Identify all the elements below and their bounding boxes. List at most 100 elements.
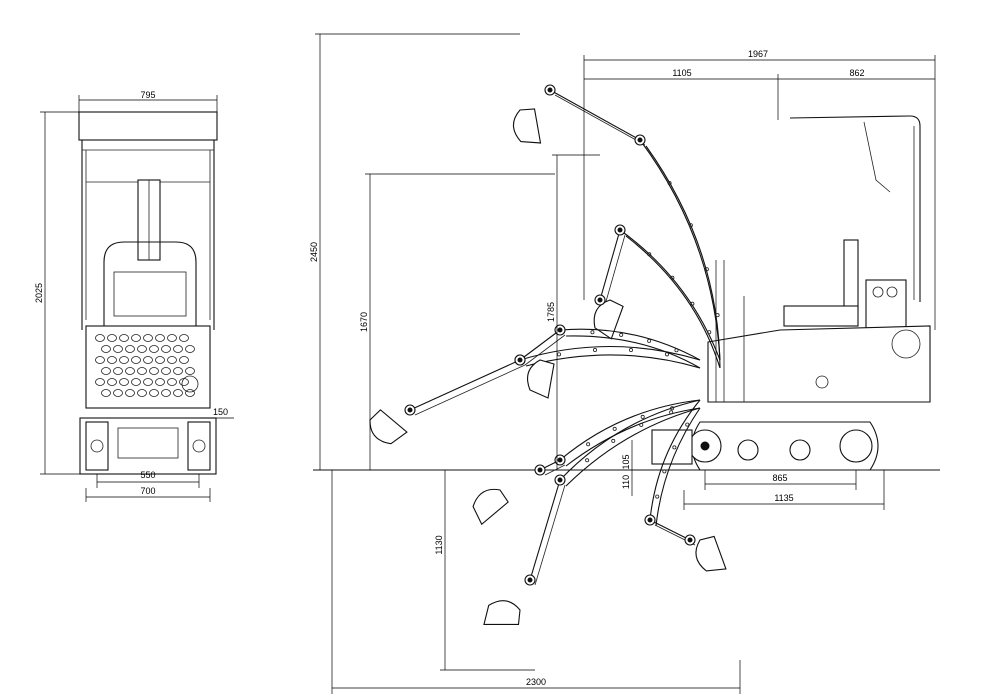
front-view: 795 2025 150 550 700	[34, 90, 234, 502]
boom-hole	[669, 410, 674, 415]
dim-865: 865	[772, 473, 787, 483]
grille-hole	[155, 356, 165, 364]
bucket	[512, 108, 542, 144]
dipper-arm	[649, 519, 691, 541]
boom-pose	[369, 345, 701, 445]
grille-hole	[155, 334, 165, 342]
bucket	[593, 299, 624, 340]
front-cab	[103, 241, 197, 327]
boom-arm	[559, 399, 701, 461]
dim-110: 110	[621, 475, 631, 489]
boom-arm-edge	[645, 145, 721, 369]
boom-hole	[629, 348, 634, 353]
pin-center	[687, 537, 693, 543]
boom-hole	[557, 352, 562, 357]
front-grille	[85, 325, 211, 409]
boom-pose	[644, 399, 727, 572]
boom-hole	[590, 330, 595, 335]
right-track	[187, 421, 211, 471]
grille-hole	[113, 367, 123, 375]
grille-hole	[149, 389, 159, 397]
grille-hole	[95, 334, 105, 342]
boom-arm-edge	[565, 407, 701, 487]
pin-center	[647, 517, 653, 523]
dim-862: 862	[849, 68, 864, 78]
grille-hole	[173, 345, 183, 353]
bucket	[527, 359, 555, 399]
grille-hole	[107, 334, 117, 342]
dipper-arm	[529, 479, 561, 581]
boom-pose	[483, 399, 701, 626]
side-canopy	[789, 115, 921, 302]
pin-center	[557, 457, 563, 463]
dim-1967: 1967	[748, 49, 768, 59]
pin-center	[537, 467, 543, 473]
boom-hole	[611, 438, 616, 443]
dipper-arm-edge	[544, 464, 566, 476]
dim-1785: 1785	[546, 302, 556, 322]
dim-105: 105	[621, 454, 631, 469]
boom-pose	[512, 84, 721, 369]
grille-hole	[161, 345, 171, 353]
grille-hole	[101, 367, 111, 375]
grille-hole	[125, 367, 135, 375]
grille-hole	[113, 345, 123, 353]
grille-hole	[137, 389, 147, 397]
grille-hole	[173, 389, 183, 397]
grille-hole	[131, 378, 141, 386]
boom-hole	[640, 414, 645, 419]
boom-arm-edge	[525, 354, 701, 369]
grille-hole	[95, 356, 105, 364]
boom-arm	[649, 399, 701, 521]
seat-back	[843, 239, 859, 311]
grille-hole	[167, 356, 177, 364]
boom-arm	[559, 328, 701, 361]
front-light	[181, 375, 199, 393]
boom-arm-edge	[625, 235, 721, 369]
boom-hole	[586, 442, 591, 447]
grille-hole	[107, 356, 117, 364]
bucket	[483, 600, 521, 626]
boom-hole	[647, 252, 652, 257]
grille-hole	[185, 345, 195, 353]
pin-center	[557, 477, 563, 483]
pin-center	[637, 137, 643, 143]
dim-150: 150	[213, 407, 228, 417]
dim-2300: 2300	[526, 677, 546, 687]
boom-hole	[707, 330, 712, 335]
dipper-arm-edge	[604, 234, 626, 306]
bucket	[369, 409, 408, 445]
bucket	[472, 488, 509, 526]
dim-2025: 2025	[34, 283, 44, 303]
dim-2450: 2450	[309, 242, 319, 262]
grille-hole	[119, 378, 129, 386]
dipper-arm-edge	[534, 484, 566, 586]
grille-hole	[185, 389, 195, 397]
grille-hole	[179, 334, 189, 342]
dipper-arm	[409, 359, 521, 411]
boom-hole	[670, 275, 675, 280]
grille-hole	[143, 378, 153, 386]
dim-550: 550	[140, 470, 155, 480]
left-track	[85, 421, 109, 471]
boom-hole	[667, 181, 672, 186]
canopy-roof	[78, 111, 218, 141]
dipper-arm	[519, 329, 561, 361]
boom-arm-edge	[565, 407, 701, 467]
upper-body	[707, 325, 931, 403]
boom-hole	[585, 458, 590, 463]
boom-hole	[593, 348, 598, 353]
boom-hole	[672, 445, 677, 450]
boom-arm	[519, 345, 701, 361]
dipper-arm-edge	[554, 94, 646, 146]
grille-hole	[161, 367, 171, 375]
boom-hole	[662, 469, 667, 474]
boom-arm	[639, 139, 721, 361]
grille-hole	[131, 356, 141, 364]
boom-arm	[559, 399, 701, 481]
pin-center	[597, 297, 603, 303]
boom-hole	[619, 332, 624, 337]
pin-center	[527, 577, 533, 583]
boom-hole	[688, 223, 693, 228]
